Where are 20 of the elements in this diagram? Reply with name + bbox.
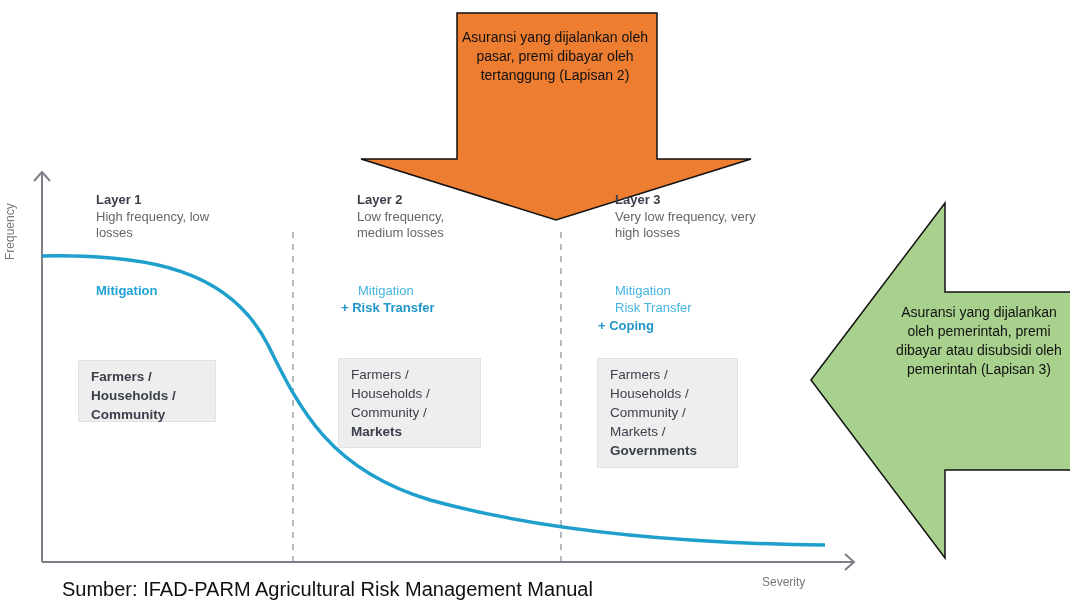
strategy-label: Mitigation (358, 283, 414, 299)
strategy-label: Mitigation (96, 283, 158, 299)
layer-description: High frequency, low losses (96, 209, 211, 241)
stakeholder-box: Farmers / Households / Community (78, 360, 216, 422)
strategy-label: + Risk Transfer (341, 300, 435, 316)
stakeholder-box: Farmers / Households / Community / Markets (338, 358, 481, 448)
layer-description: Low frequency, medium losses (357, 209, 446, 241)
layer-heading: Layer 1 (96, 192, 142, 208)
axis-label: Frequency (2, 203, 18, 260)
stakeholder-box: Farmers / Households / Community / Markets / Governments (597, 358, 738, 468)
layer-heading: Layer 2 (357, 192, 403, 208)
strategy-label: Risk Transfer (615, 300, 692, 316)
strategy-label: + Coping (598, 318, 654, 334)
arrow-text: Asuransi yang dijalankan oleh pemerintah, premi dibayar atau disubsidi oleh pemerintah (Lapisan 3) (895, 303, 1063, 379)
strategy-label: Mitigation (615, 283, 671, 299)
arrow-text: Asuransi yang dijalankan oleh pasar, premi dibayar oleh tertanggung (Lapisan 2) (461, 28, 649, 85)
caption: Sumber: IFAD-PARM Agricultural Risk Management Manual (62, 577, 593, 601)
layer-description: Very low frequency, very high losses (615, 209, 757, 241)
axis-label: Severity (762, 574, 806, 590)
layer-heading: Layer 3 (615, 192, 661, 208)
